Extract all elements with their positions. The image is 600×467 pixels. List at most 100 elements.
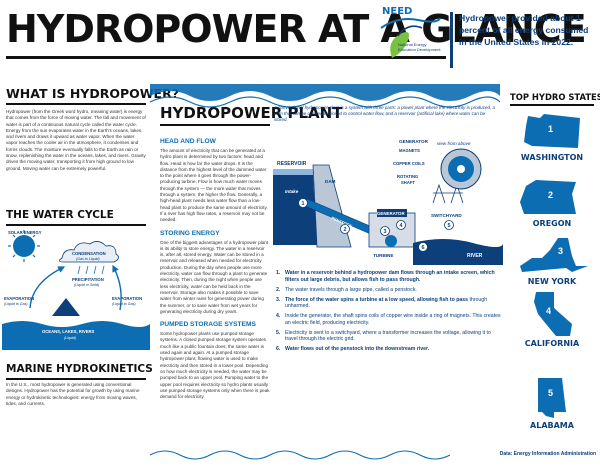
state-rank: 4: [546, 306, 552, 316]
state-california: 4 CALIFORNIA: [510, 290, 594, 348]
state-name: ALABAMA: [530, 421, 574, 430]
copper-coils-label: COPPER COILS: [393, 161, 425, 166]
marker-1: 1: [302, 201, 305, 207]
condensation-sub-label: (Gas to Liquid): [76, 257, 100, 261]
state-new-york: 3 NEW YORK: [510, 236, 594, 286]
logo-text: NEED: [382, 6, 413, 17]
plant-text-column: HEAD AND FLOW The amount of electricity …: [160, 138, 270, 406]
step-number: 5.: [276, 329, 281, 336]
marker-6: 6: [422, 245, 425, 251]
top-hydro-states-heading: TOP HYDRO STATES: [510, 92, 600, 102]
state-alabama: 5 ALABAMA: [510, 376, 594, 430]
step-item: 6. Water flows out of the penstock into t…: [276, 346, 502, 353]
reservoir-shape: [273, 175, 317, 245]
solar-energy-label: SOLAR ENERGY: [8, 230, 42, 235]
plant-caption: A conventional hydropower plant is a sys…: [274, 105, 495, 122]
evaporation-left-label: EVAPORATION: [4, 296, 34, 301]
intake-label: Intake: [285, 189, 299, 194]
storing-energy-block: STORING ENERGY One of the biggest advant…: [160, 230, 270, 316]
step-number: 4.: [276, 313, 281, 319]
reservoir-label: RESERVOIR: [277, 161, 307, 167]
evaporation-right-sub-label: (Liquid to Gas): [112, 302, 136, 306]
precipitation-label: PRECIPITATION: [72, 277, 104, 282]
block-text: Some hydropower plants use pumped storag…: [160, 331, 270, 400]
condensation-label: CONDENSATION: [72, 251, 106, 256]
magnets-label: MAGNETS: [399, 148, 420, 153]
divider: [510, 104, 594, 106]
intro-fact: Hydropower provided about 1 percent of a…: [450, 12, 596, 68]
marker-3: 3: [384, 229, 387, 235]
rotating-label: ROTATING: [397, 174, 418, 179]
state-rank: 5: [548, 388, 554, 398]
state-oregon: 2 OREGON: [510, 178, 594, 228]
water-cycle-heading: THE WATER CYCLE: [6, 209, 114, 221]
turbine-icon: [385, 235, 397, 247]
step-item: 2.The water travels through a large pipe…: [276, 287, 502, 294]
step-item: 4. Inside the generator, the shaft spins …: [276, 313, 502, 326]
generator-inset-label: GENERATOR: [399, 139, 429, 144]
head-and-flow-block: HEAD AND FLOW The amount of electricity …: [160, 138, 270, 224]
wave-decoration-icon: [150, 84, 500, 108]
what-is-hydropower-heading: WHAT IS HYDROPOWER?: [6, 86, 179, 101]
turbine-label: TURBINE: [373, 253, 393, 258]
step-text: Electricity is sent to a switchyard, whe…: [285, 329, 491, 343]
divider: [160, 124, 270, 126]
precipitation-sub-label: (Liquid or Solid): [74, 283, 99, 287]
step-number: 6.: [276, 346, 281, 352]
washington-map-icon: [524, 114, 580, 148]
river-label: RIVER: [467, 253, 483, 259]
generator-building-label: GENERATOR: [377, 211, 405, 216]
oceans-label: OCEANS, LAKES, RIVERS: [42, 329, 95, 334]
sun-icon: [13, 235, 35, 257]
water-cycle-diagram: SOLAR ENERGY CONDENSATION (Gas to Liquid…: [2, 230, 150, 350]
divider: [6, 378, 146, 380]
state-name: OREGON: [532, 219, 572, 228]
river-shape: [413, 239, 503, 265]
step-item: 1. Water in a reservoir behind a hydropow…: [276, 270, 502, 283]
state-rank: 2: [548, 190, 554, 200]
california-map-icon: [534, 292, 572, 336]
state-name: CALIFORNIA: [524, 339, 580, 348]
logo-swoosh-icon: [380, 17, 441, 58]
shaft-label: SHAFT: [401, 180, 415, 185]
step-bold-text: The force of the water spins a turbine a…: [285, 296, 469, 303]
evaporation-left-sub-label: (Liquid to Gas): [4, 302, 28, 306]
block-heading: HEAD AND FLOW: [160, 138, 216, 145]
block-heading: STORING ENERGY: [160, 229, 220, 237]
step-item: 5. Electricity is sent to a switchyard, w…: [276, 330, 502, 343]
dam-label: DAM: [325, 179, 336, 184]
divider: [6, 224, 146, 226]
marker-5: 5: [448, 223, 451, 229]
view-from-above-label: view from above: [437, 141, 471, 146]
state-rank: 3: [558, 246, 564, 256]
what-is-hydropower-text: Hydropower (from the Greek word hydro, m…: [6, 109, 146, 171]
need-logo: NEED National Energy Education Developme…: [378, 6, 444, 60]
switchyard-label: SWITCHYARD: [431, 213, 462, 218]
block-heading: PUMPED STORAGE SYSTEMS: [160, 321, 256, 329]
marker-4: 4: [400, 223, 403, 229]
step-bold-text: Water flows out of the penstock into the…: [285, 346, 430, 352]
state-name: WASHINGTON: [520, 153, 584, 162]
step-text: through unharmed.: [285, 296, 488, 310]
marine-hydrokinetics-text: In the U.S., most hydropower is generate…: [6, 382, 140, 406]
cloud-icon: [59, 241, 119, 263]
hydropower-plant-heading: HYDROPOWER PLANT: [160, 104, 343, 122]
block-text: One of the biggest advantages of a hydro…: [160, 239, 269, 314]
mountain-icon: [52, 298, 80, 316]
block-text: The amount of electricity that can be ge…: [160, 148, 268, 223]
marker-2: 2: [344, 227, 347, 233]
marine-hydrokinetics-heading: MARINE HYDROKINETICS: [6, 363, 153, 375]
logo-org-text: National Energy Education Development: [398, 42, 441, 52]
evaporation-right-label: EVAPORATION: [112, 296, 142, 301]
step-bold-text: Water in a reservoir behind a hydropower…: [285, 270, 495, 283]
step-text: The water travels through a large pipe, …: [285, 286, 417, 293]
step-text: Inside the generator, the shaft spins co…: [285, 313, 501, 326]
title-underline: [6, 56, 446, 59]
step-number: 3.: [276, 296, 281, 303]
step-markers: 1 2 3 4 5 6: [298, 198, 454, 252]
wave-decoration-bottom-icon: [150, 450, 450, 460]
step-number: 1.: [276, 270, 281, 276]
steps-list: 1. Water in a reservoir behind a hydropow…: [276, 270, 502, 356]
alabama-map-icon: [538, 378, 566, 418]
hydropower-plant-diagram: RESERVOIR Intake DAM PENSTOCK GENERATOR …: [273, 139, 503, 265]
